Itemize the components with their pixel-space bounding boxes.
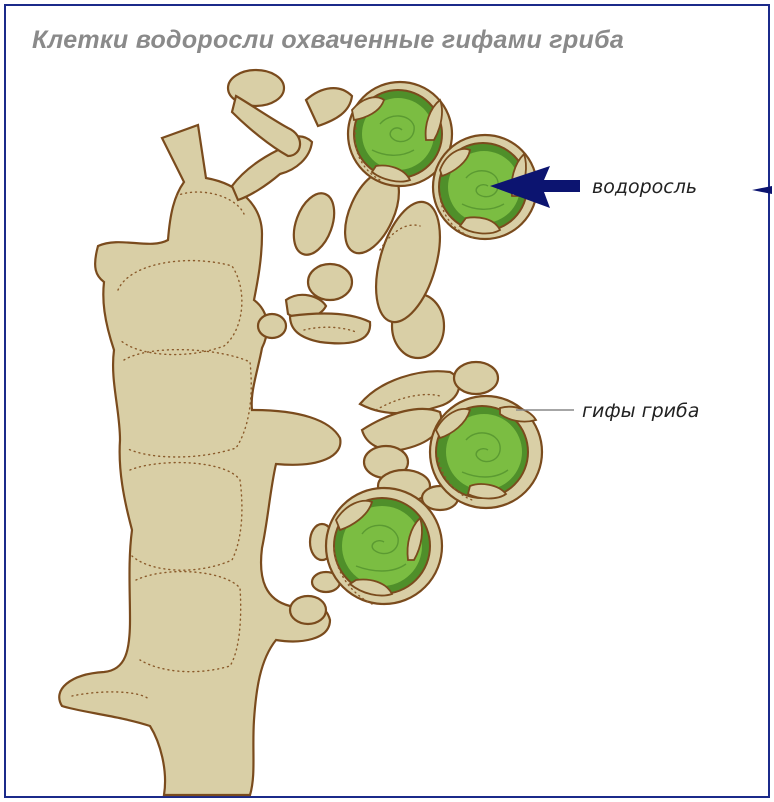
label-hyphae: гифы гриба [582,400,699,422]
label-alga: водоросль [592,176,697,198]
alga-cell-3 [430,396,542,508]
alga-cell-4 [326,488,442,604]
